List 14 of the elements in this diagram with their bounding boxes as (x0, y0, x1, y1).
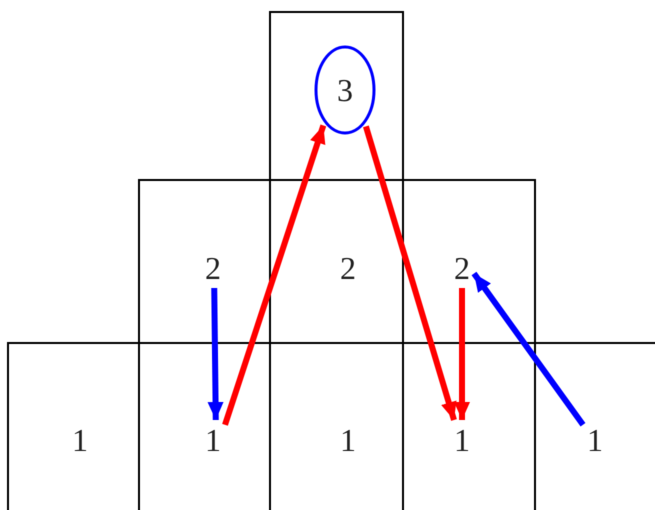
number-label: 1 (70, 422, 90, 458)
arrow (222, 124, 326, 426)
number-label: 2 (452, 250, 472, 286)
number-label: 1 (203, 422, 223, 458)
arrow (363, 126, 457, 421)
arrow (208, 288, 224, 420)
number-label: 1 (452, 422, 472, 458)
number-label: 1 (338, 422, 358, 458)
circled-number: 3 (314, 45, 376, 135)
number-label: 2 (203, 250, 223, 286)
number-label: 2 (338, 250, 358, 286)
arrow (454, 288, 470, 420)
arrow (472, 272, 586, 426)
number-label: 1 (585, 422, 605, 458)
